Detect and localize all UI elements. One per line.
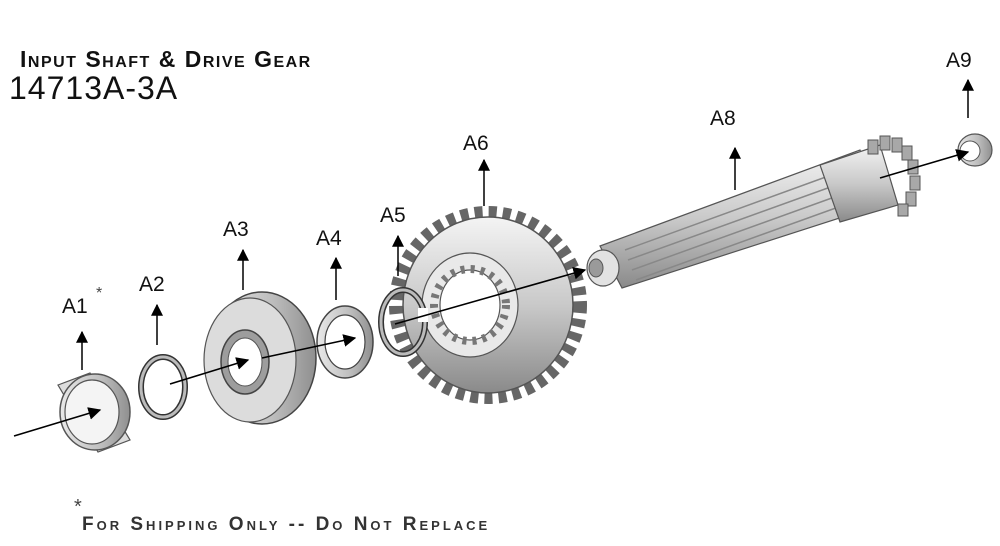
part-number: 14713A-3A	[9, 70, 179, 106]
snap-ring-a5	[378, 287, 428, 357]
bearing-a3	[203, 291, 317, 425]
footnote: For Shipping Only -- Do Not Replace	[82, 514, 491, 535]
label-a3: A3	[223, 218, 249, 241]
label-a1: A1	[62, 295, 88, 318]
snap-ring-a2	[138, 354, 188, 420]
label-a6: A6	[463, 132, 489, 155]
label-a1-marker: *	[96, 285, 102, 302]
input-shaft	[586, 135, 921, 289]
ring-a4	[316, 305, 374, 379]
diagram-title: Input Shaft & Drive Gear	[20, 46, 312, 72]
bushing-a9	[957, 133, 993, 167]
label-a4: A4	[316, 227, 342, 250]
label-a8: A8	[710, 107, 736, 130]
label-a5: A5	[380, 204, 406, 227]
label-a2: A2	[139, 273, 165, 296]
footnote-marker: *	[74, 496, 82, 518]
assembly-axis	[13, 149, 970, 437]
label-a9: A9	[946, 49, 972, 72]
shaft-spline-teeth	[867, 135, 921, 217]
drive-gear	[389, 206, 587, 404]
leader-arrows	[76, 78, 974, 370]
